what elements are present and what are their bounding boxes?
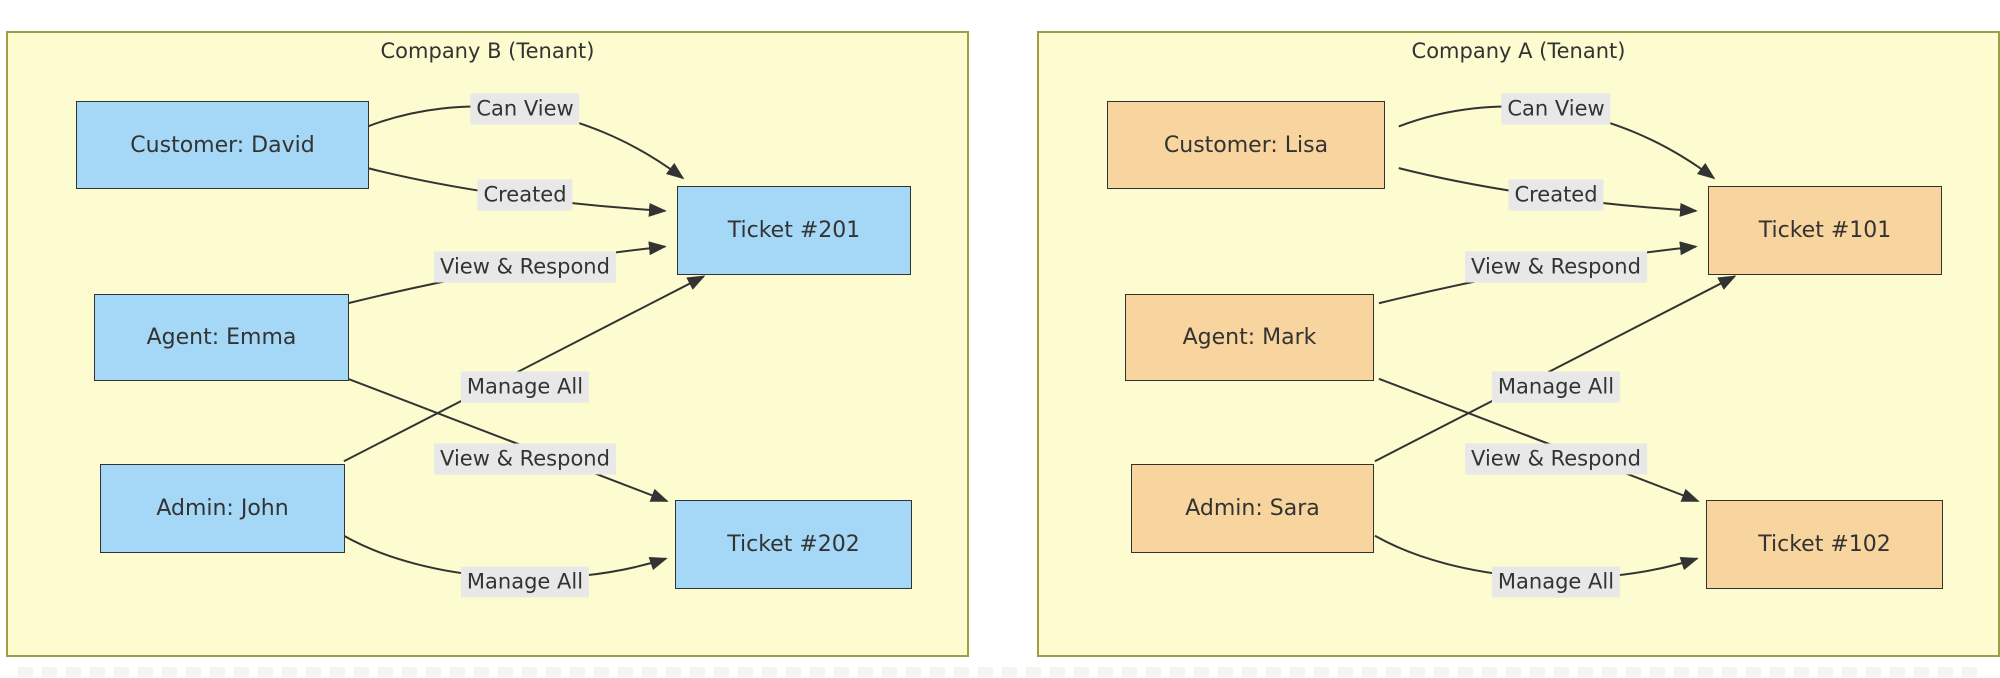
edge-manage-all-top [343, 275, 706, 463]
cropped-content-strip [18, 667, 1986, 677]
edge-label-created: Created [477, 179, 573, 211]
node-ticket-101: Ticket #101 [1708, 186, 1942, 275]
node-label: Agent: Emma [146, 325, 297, 350]
tenant-panel-company-b: Company B (Tenant) Customer: David Agent… [6, 31, 969, 657]
node-agent-mark: Agent: Mark [1125, 294, 1374, 381]
edge-label-manage-all-bottom: Manage All [460, 566, 590, 598]
edge-view-respond-bottom [347, 377, 669, 502]
node-admin-sara: Admin: Sara [1131, 464, 1374, 553]
node-label: Ticket #102 [1758, 532, 1891, 557]
node-label: Ticket #201 [727, 218, 861, 243]
edge-label-view-respond-top: View & Respond [434, 251, 616, 283]
node-ticket-202: Ticket #202 [675, 500, 912, 589]
node-agent-emma: Agent: Emma [94, 294, 349, 381]
node-label: Customer: David [130, 132, 315, 158]
node-customer-lisa: Customer: Lisa [1107, 101, 1385, 189]
node-label: Ticket #202 [727, 532, 860, 557]
node-admin-john: Admin: John [100, 464, 345, 553]
edge-label-view-respond-bottom: View & Respond [434, 443, 616, 475]
panel-title-company-a: Company A (Tenant) [1411, 39, 1626, 63]
edge-label-manage-all-top: Manage All [460, 371, 590, 403]
node-label: Admin: John [156, 496, 289, 521]
edge-label-view-respond-bottom: View & Respond [1465, 443, 1647, 475]
edge-view-respond-bottom [1378, 377, 1700, 502]
tenant-panel-company-a: Company A (Tenant) Customer: Lisa Agent:… [1037, 31, 2000, 657]
node-customer-david: Customer: David [76, 101, 369, 189]
edge-label-manage-all-bottom: Manage All [1491, 566, 1621, 598]
edge-label-can-view: Can View [470, 93, 580, 125]
edge-label-manage-all-top: Manage All [1491, 371, 1621, 403]
edge-label-created: Created [1508, 179, 1604, 211]
edge-label-can-view: Can View [1501, 93, 1611, 125]
node-label: Customer: Lisa [1163, 132, 1329, 158]
edge-label-view-respond-top: View & Respond [1465, 251, 1647, 283]
node-label: Ticket #101 [1758, 218, 1892, 243]
node-ticket-102: Ticket #102 [1706, 500, 1943, 589]
node-label: Agent: Mark [1182, 325, 1317, 350]
node-label: Admin: Sara [1185, 496, 1320, 521]
node-ticket-201: Ticket #201 [677, 186, 911, 275]
edge-manage-all-top [1374, 275, 1737, 463]
panel-title-company-b: Company B (Tenant) [380, 39, 595, 63]
